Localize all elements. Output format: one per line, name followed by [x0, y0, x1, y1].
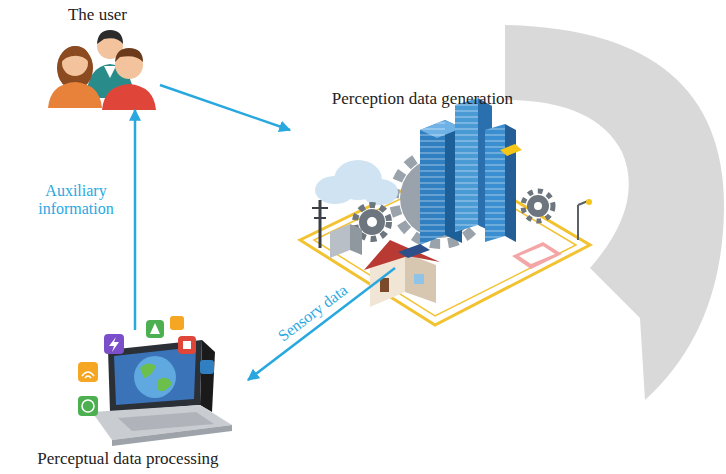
cycle-arc — [505, 25, 724, 400]
node-heading: Perception data generation — [329, 88, 516, 110]
flow-arrow — [248, 268, 395, 380]
flow-arrow — [134, 110, 137, 330]
edge-label: Sensory data — [275, 281, 352, 345]
perception-region: Perception data generation — [290, 88, 555, 268]
processing-device: Perceptual data processing — [8, 330, 248, 470]
user-group: The user — [35, 4, 160, 110]
edge-label: Auxiliary information — [31, 182, 121, 219]
node-heading: Perceptual data processing — [34, 448, 221, 470]
node-heading: The user — [65, 4, 130, 26]
user-icon — [48, 30, 156, 110]
flow-arrow — [160, 85, 290, 130]
laptop-icon — [78, 316, 232, 446]
